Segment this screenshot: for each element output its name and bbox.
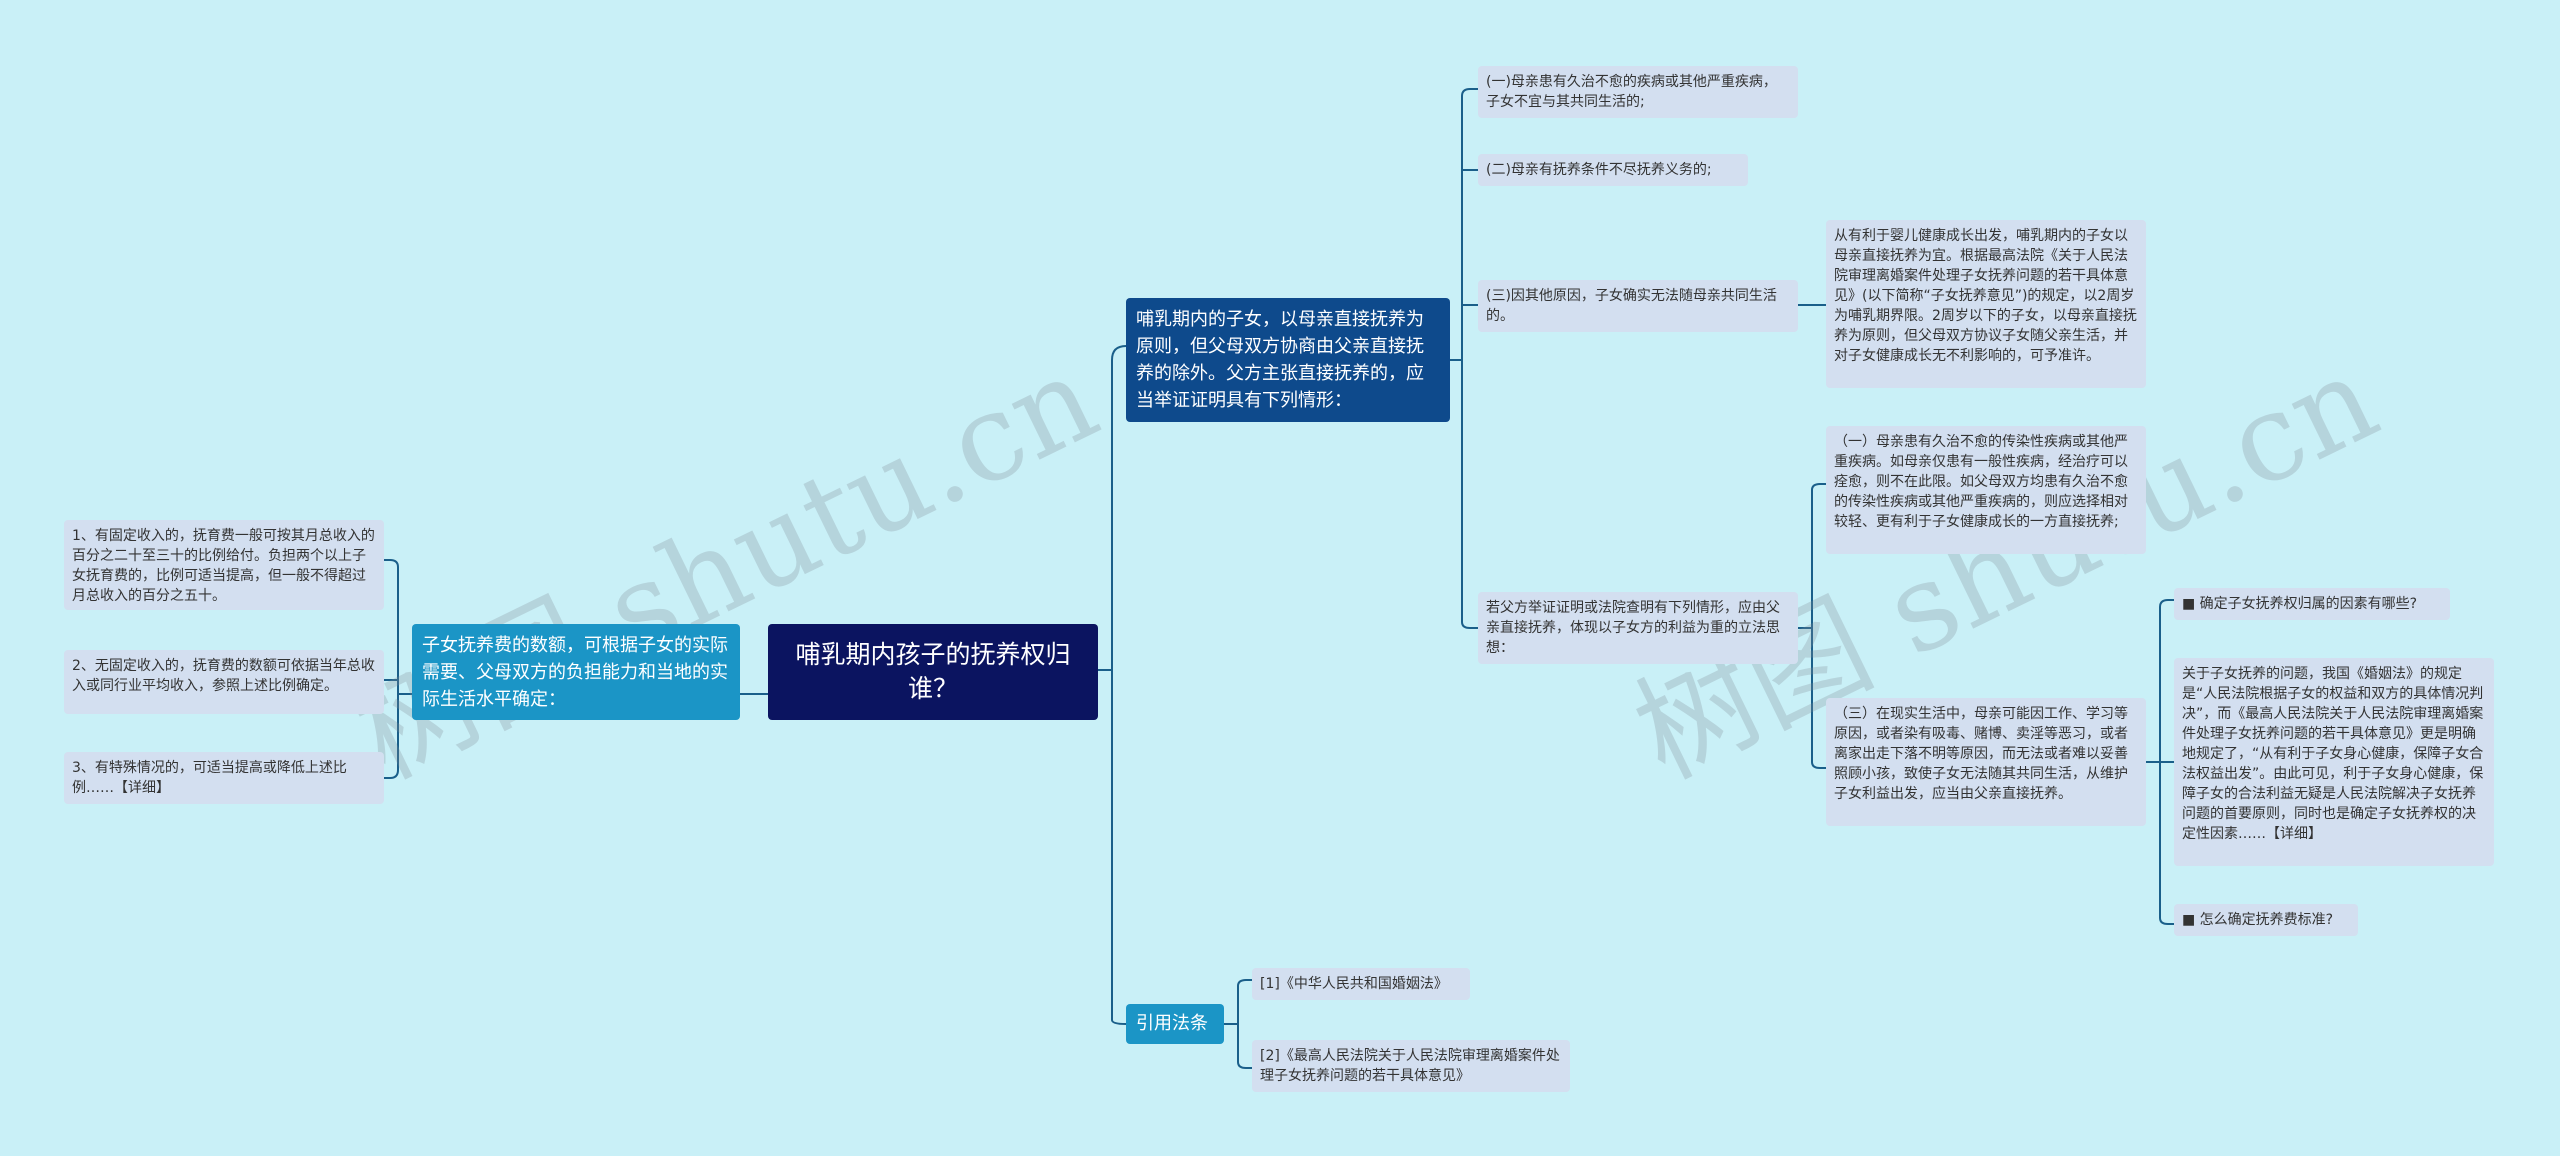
list-item[interactable]: (二)母亲有抚养条件不尽抚养义务的; xyxy=(1478,154,1748,186)
related-question-link[interactable]: ■ 怎么确定抚养费标准? xyxy=(2174,904,2358,936)
list-item[interactable]: 2、无固定收入的，抚育费的数额可依据当年总收入或同行业平均收入，参照上述比例确定… xyxy=(64,650,384,714)
list-item[interactable]: 若父方举证证明或法院查明有下列情形，应由父亲直接抚养，体现以子女方的利益为重的立… xyxy=(1478,592,1798,664)
list-item[interactable]: 1、有固定收入的，抚育费一般可按其月总收入的百分之二十至三十的比例给付。负担两个… xyxy=(64,520,384,610)
branch-cited-law[interactable]: 引用法条 xyxy=(1126,1004,1224,1044)
root-topic[interactable]: 哺乳期内孩子的抚养权归谁？ xyxy=(768,624,1098,720)
related-question-link[interactable]: ■ 确定子女抚养权归属的因素有哪些? xyxy=(2174,588,2450,620)
list-item[interactable]: (三)因其他原因，子女确实无法随母亲共同生活的。 xyxy=(1478,280,1798,332)
detail-note[interactable]: （三）在现实生活中，母亲可能因工作、学习等原因，或者染有吸毒、赌博、卖淫等恶习，… xyxy=(1826,698,2146,826)
law-reference[interactable]: [1]《中华人民共和国婚姻法》 xyxy=(1252,968,1470,1000)
list-item[interactable]: 3、有特殊情况的，可适当提高或降低上述比例……【详细】 xyxy=(64,752,384,804)
branch-child-support-amount[interactable]: 子女抚养费的数额，可根据子女的实际需要、父母双方的负担能力和当地的实际生活水平确… xyxy=(412,624,740,720)
detail-note[interactable]: （一）母亲患有久治不愈的传染性疾病或其他严重疾病。如母亲仅患有一般性疾病，经治疗… xyxy=(1826,426,2146,554)
list-item[interactable]: (一)母亲患有久治不愈的疾病或其他严重疾病，子女不宜与其共同生活的; xyxy=(1478,66,1798,118)
law-reference[interactable]: [2]《最高人民法院关于人民法院审理离婚案件处理子女抚养问题的若干具体意见》 xyxy=(1252,1040,1570,1092)
branch-breastfeeding-custody[interactable]: 哺乳期内的子女，以母亲直接抚养为原则，但父母双方协商由父亲直接抚养的除外。父方主… xyxy=(1126,298,1450,422)
detail-note[interactable]: 从有利于婴儿健康成长出发，哺乳期内的子女以母亲直接抚养为宜。根据最高法院《关于人… xyxy=(1826,220,2146,388)
detail-note[interactable]: 关于子女抚养的问题，我国《婚姻法》的规定是“人民法院根据子女的权益和双方的具体情… xyxy=(2174,658,2494,866)
